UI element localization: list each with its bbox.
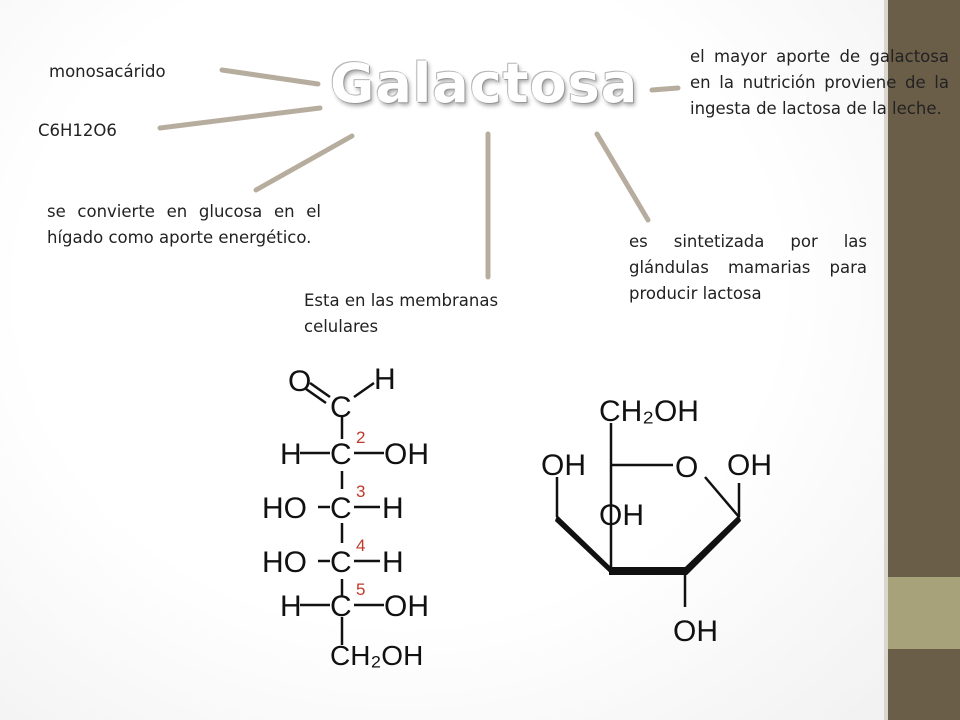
fischer-row-3-number: 3 [356,482,365,501]
fischer-row-5-number: 5 [356,580,365,599]
note-membranes: Esta en las membranas celulares [304,291,499,336]
fischer-row-2-left: H [280,438,302,471]
fischer-carbon-4: C [330,546,352,579]
slide-title: Galactosa [330,52,639,115]
sidebar-stripe [884,0,888,720]
fischer-top-oxygen: O [288,365,311,398]
fischer-carbon-1: C [330,391,352,424]
note-formula: C6H12O6 [38,121,117,140]
note-glands: es sintetizada por las glándulas mamaria… [629,232,867,303]
slide-background [0,0,888,720]
connector-nutrition [649,85,681,93]
fischer-row-2-number: 2 [356,428,365,447]
connector-formula [157,105,323,131]
fischer-bottom-group: CH₂OH [330,640,423,671]
ring-wedge-left [555,515,611,574]
ring-wedge-right [685,515,741,575]
connector-liver [253,133,355,193]
fischer-row-4-right: H [382,546,404,579]
haworth-oh-bottom: OH [673,615,718,648]
note-liver: se convierte en glucosa en el hígado com… [47,202,321,247]
connector-glands [594,131,651,223]
haworth-oh-right: OH [727,449,772,482]
haworth-oh-middle: OH [599,499,644,532]
fischer-carbon-2: C [330,438,352,471]
haworth-ch2oh: CH₂OH [599,395,699,428]
fischer-row-4-left: HO [262,546,307,579]
fischer-top-hydrogen: H [374,363,396,396]
fischer-carbon-5: C [330,590,352,623]
fischer-row-2-right: OH [384,438,429,471]
ring-bond-bottom [609,567,687,575]
fischer-row-3-left: HO [262,492,307,525]
haworth-ring-oxygen: O [675,451,698,484]
fischer-projection: O H C C H OH 2 C HO H 3 C HO H 4 C H OH … [262,363,429,671]
connector-monosacarido [219,67,321,87]
haworth-oh-left: OH [541,449,586,482]
fischer-row-5-right: OH [384,590,429,623]
fischer-row-4-number: 4 [356,536,365,555]
note-nutrition: el mayor aporte de galactosa en la nutri… [690,47,949,118]
sidebar-accent-block [888,577,960,649]
fischer-row-5-left: H [280,590,302,623]
note-monosacarido: monosacárido [49,62,166,81]
fischer-row-3-right: H [382,492,404,525]
connector-lines [157,67,681,280]
fischer-carbon-3: C [330,492,352,525]
haworth-projection: CH₂OH O OH OH OH OH [541,395,772,648]
